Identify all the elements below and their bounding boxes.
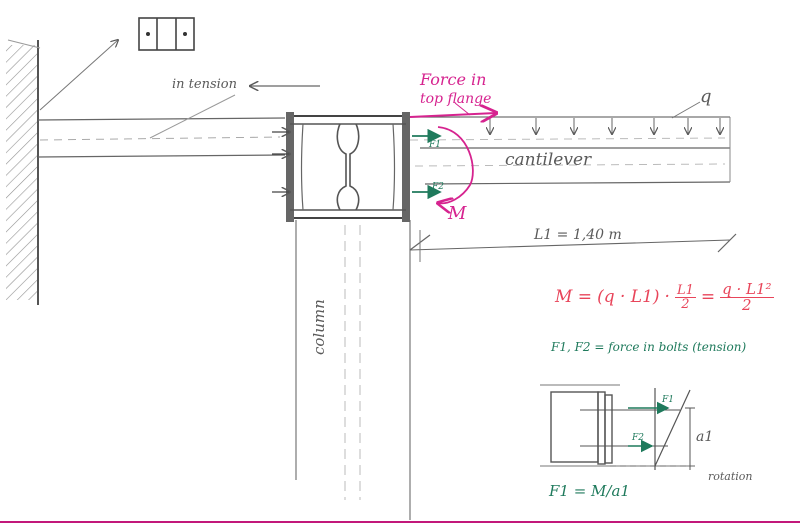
detail-a1-label: a1 [696,429,714,445]
detail-f2-label: F2 [632,433,644,443]
formula-eq: = [700,287,716,307]
load-label: q [700,86,712,107]
frac1-den: 2 [681,297,690,312]
formula-paren: (q · L1) [597,287,660,307]
tension-label: in tension [172,77,237,92]
bolt-force-note: F1, F2 = force in bolts (tension) [551,340,747,354]
column-label: column [310,299,328,355]
formula-dot: · [664,287,670,307]
page-bottom-rule [0,521,800,523]
bolt-force-formula: F1 = M/a1 [549,482,630,500]
frac2-den: 2 [742,296,752,314]
cantilever-beam [409,101,731,185]
force-moment-marks [409,102,496,203]
f2-label: F2 [432,182,444,192]
formula-frac2: q · L1² 2 [720,280,774,314]
section-icon [39,17,195,111]
rotation-label: rotation [708,470,753,483]
force-top-label-1: Force in [420,70,487,89]
joint-section [272,112,410,222]
bolt-forces [412,128,442,200]
length-label: L1 = 1,40 m [534,227,622,243]
moment-label: M [448,203,467,224]
left-beam [37,86,320,158]
frac2-num: q · L1² [720,280,774,298]
detail-f1-label: F1 [662,395,674,405]
force-top-label-2: top flange [420,91,492,107]
wall-support [6,39,41,305]
dimension-line [409,230,737,262]
frac1-num: L1 [674,283,696,298]
cantilever-label: cantilever [505,150,592,170]
f1-label: F1 [429,140,441,150]
formula-lhs: M = [555,287,593,307]
detail-sketch [540,384,695,470]
moment-formula: M = (q · L1) · L1 2 = q · L1² 2 [555,282,774,313]
formula-frac1: L1 2 [674,283,696,312]
column [295,220,411,520]
